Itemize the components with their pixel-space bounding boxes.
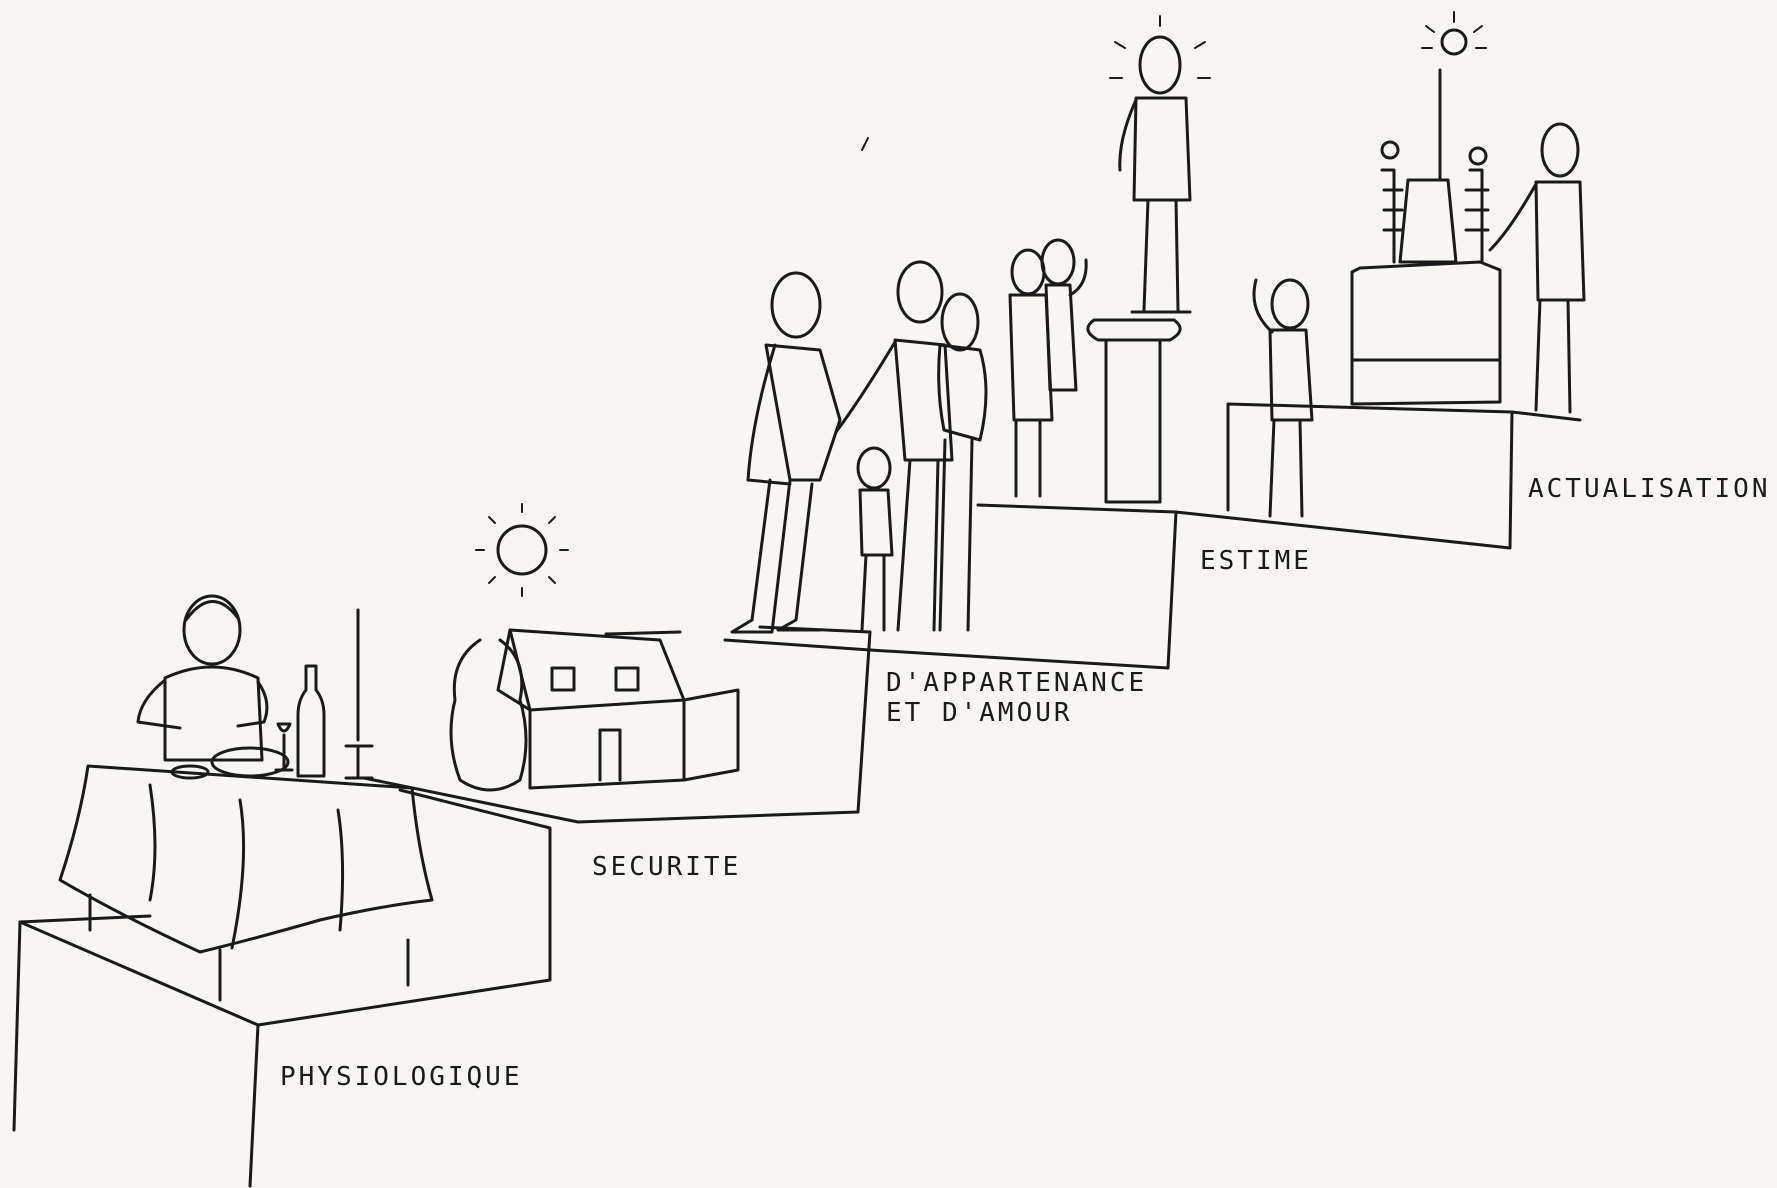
step-appartenance <box>725 505 1176 668</box>
lightbulb-icon <box>1422 12 1486 54</box>
label-physiologique: PHYSIOLOGIQUE <box>280 1062 523 1092</box>
label-actualisation: ACTUALISATION <box>1528 474 1771 504</box>
label-securite: SECURITE <box>592 852 741 882</box>
inventor-figure <box>1490 124 1584 412</box>
handshake-man-figure <box>836 262 952 630</box>
estime-illustration <box>1010 16 1312 516</box>
wine-bottle <box>298 666 324 776</box>
lab-apparatus <box>1382 70 1488 262</box>
woman-figure <box>939 294 986 630</box>
label-appartenance-line1: D'APPARTENANCE <box>886 668 1147 698</box>
diner-figure <box>138 596 267 760</box>
admirer-figures <box>1010 240 1086 496</box>
step-estime <box>1176 404 1512 548</box>
step-physiologique <box>14 790 550 1186</box>
bearded-man-figure <box>732 273 840 632</box>
label-estime: ESTIME <box>1200 546 1312 576</box>
staircase <box>14 404 1580 1186</box>
pedestal <box>1088 320 1180 502</box>
wine-glass <box>276 724 292 770</box>
statue-figure <box>1110 16 1210 312</box>
actualisation-illustration <box>1352 12 1584 412</box>
family-illustration <box>732 262 986 632</box>
child-figure <box>858 448 892 630</box>
dining-table-illustration <box>60 596 432 1000</box>
girl-clapping-figure <box>1254 280 1312 516</box>
label-appartenance-line2: ET D'AMOUR <box>886 698 1147 728</box>
lab-bench <box>1352 262 1500 404</box>
step-securite <box>364 627 870 822</box>
house-illustration <box>451 504 738 790</box>
roast-dish <box>212 748 288 776</box>
label-appartenance: D'APPARTENANCE ET D'AMOUR <box>886 668 1147 728</box>
sun-icon <box>498 526 546 574</box>
